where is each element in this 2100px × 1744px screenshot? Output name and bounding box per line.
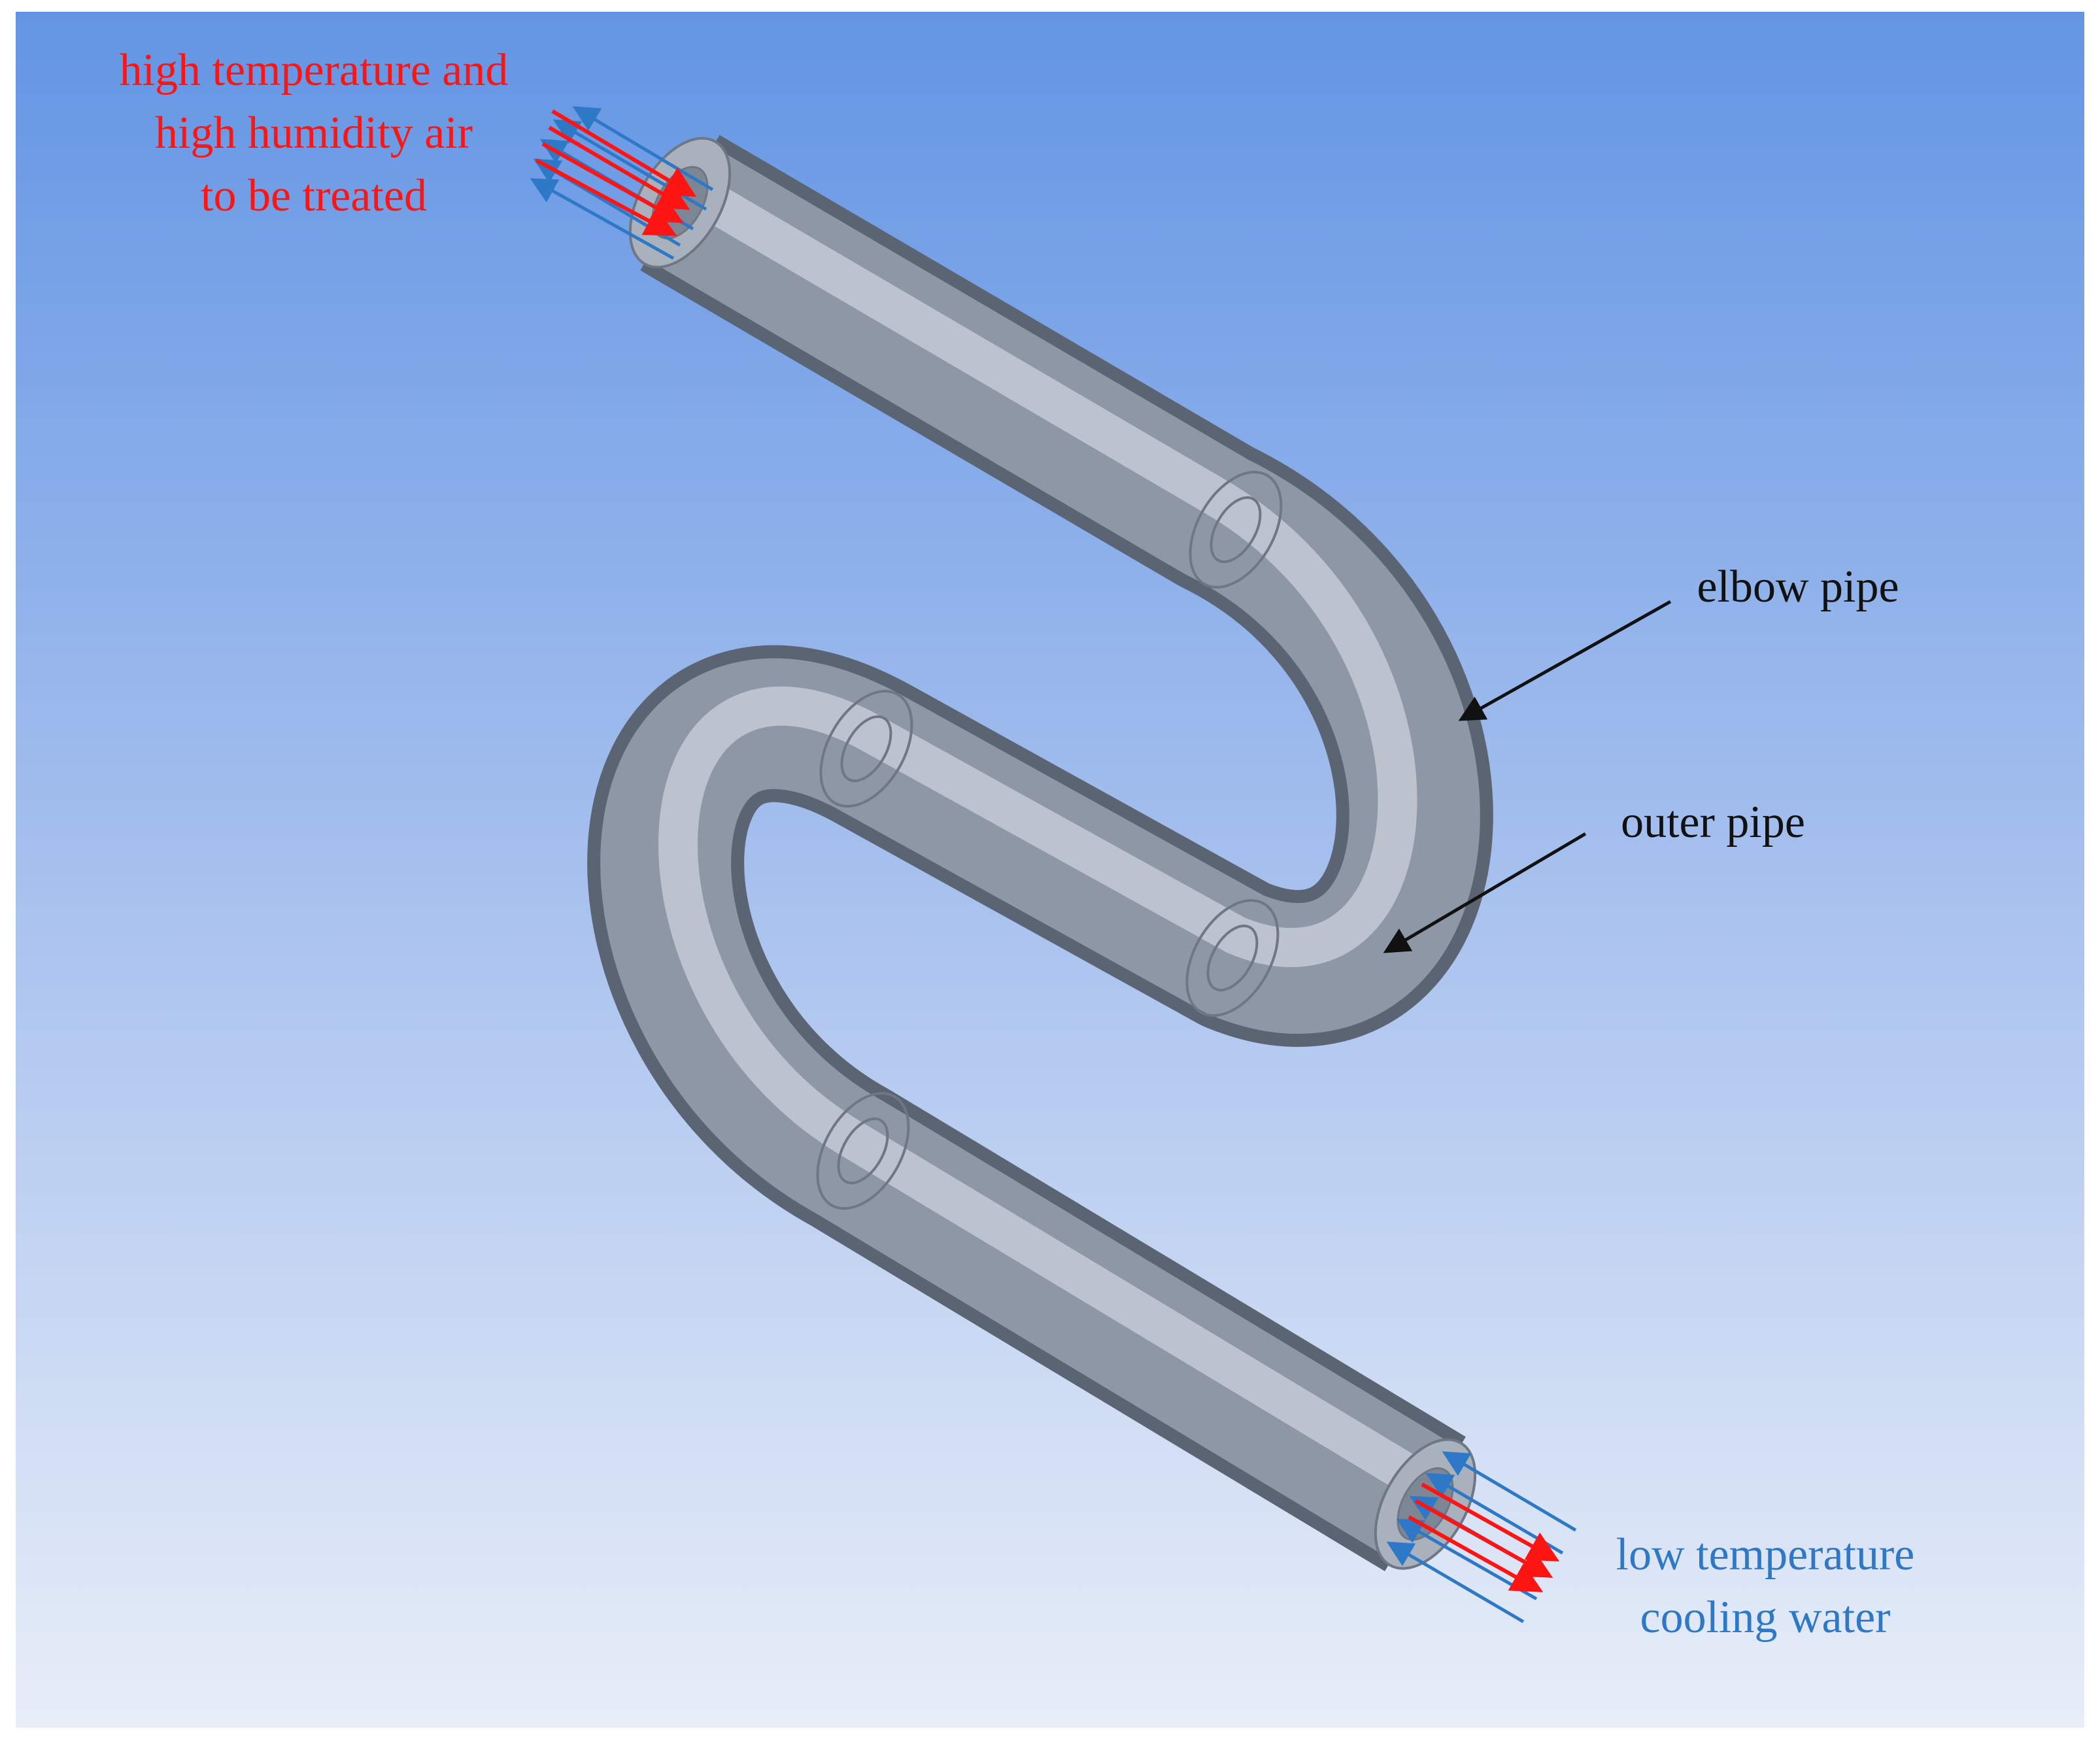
air-inlet-arrows [535, 109, 697, 236]
flow-arrow [1386, 1541, 1525, 1624]
water-inlet-label-line-1: low temperature [1616, 1530, 1915, 1580]
elbow-pipe-callout-arrow [1458, 600, 1672, 721]
coiled-pipe [587, 135, 1493, 1571]
flow-arrow [1421, 1482, 1560, 1562]
water-inlet-label-line-2: cooling water [1640, 1592, 1891, 1643]
pipe-highlight-layer [658, 166, 1436, 1501]
flow-arrow [1408, 1515, 1544, 1592]
air-outlet-arrows [1408, 1482, 1560, 1592]
pipe-joints [816, 470, 1283, 1210]
elbow-pipe-label-text: elbow pipe [1697, 562, 1899, 612]
flow-arrow [535, 158, 677, 236]
joint-ring [819, 689, 913, 808]
air-inlet-label-line-3: to be treated [201, 171, 427, 221]
elbow-pipe-label: elbow pipe [1674, 556, 1922, 619]
joint-ring [816, 1091, 910, 1210]
air-inlet-label-line-1: high temperature and [119, 45, 509, 95]
air-inlet-label: high temperature and high humidity air t… [92, 39, 536, 228]
flow-arrow [1442, 1451, 1577, 1532]
flow-arrow [551, 109, 697, 197]
flow-arrow [530, 178, 675, 260]
air-inlet-label-line-2: high humidity air [154, 108, 473, 158]
outer-pipe-callout-arrow [1383, 832, 1587, 953]
outer-pipe-label: outer pipe [1595, 791, 1831, 854]
water-inlet-label: low temperature cooling water [1582, 1524, 1948, 1649]
joint-ring [1185, 898, 1279, 1017]
outer-pipe-label-text: outer pipe [1621, 797, 1805, 847]
joint-ring [1189, 470, 1283, 589]
